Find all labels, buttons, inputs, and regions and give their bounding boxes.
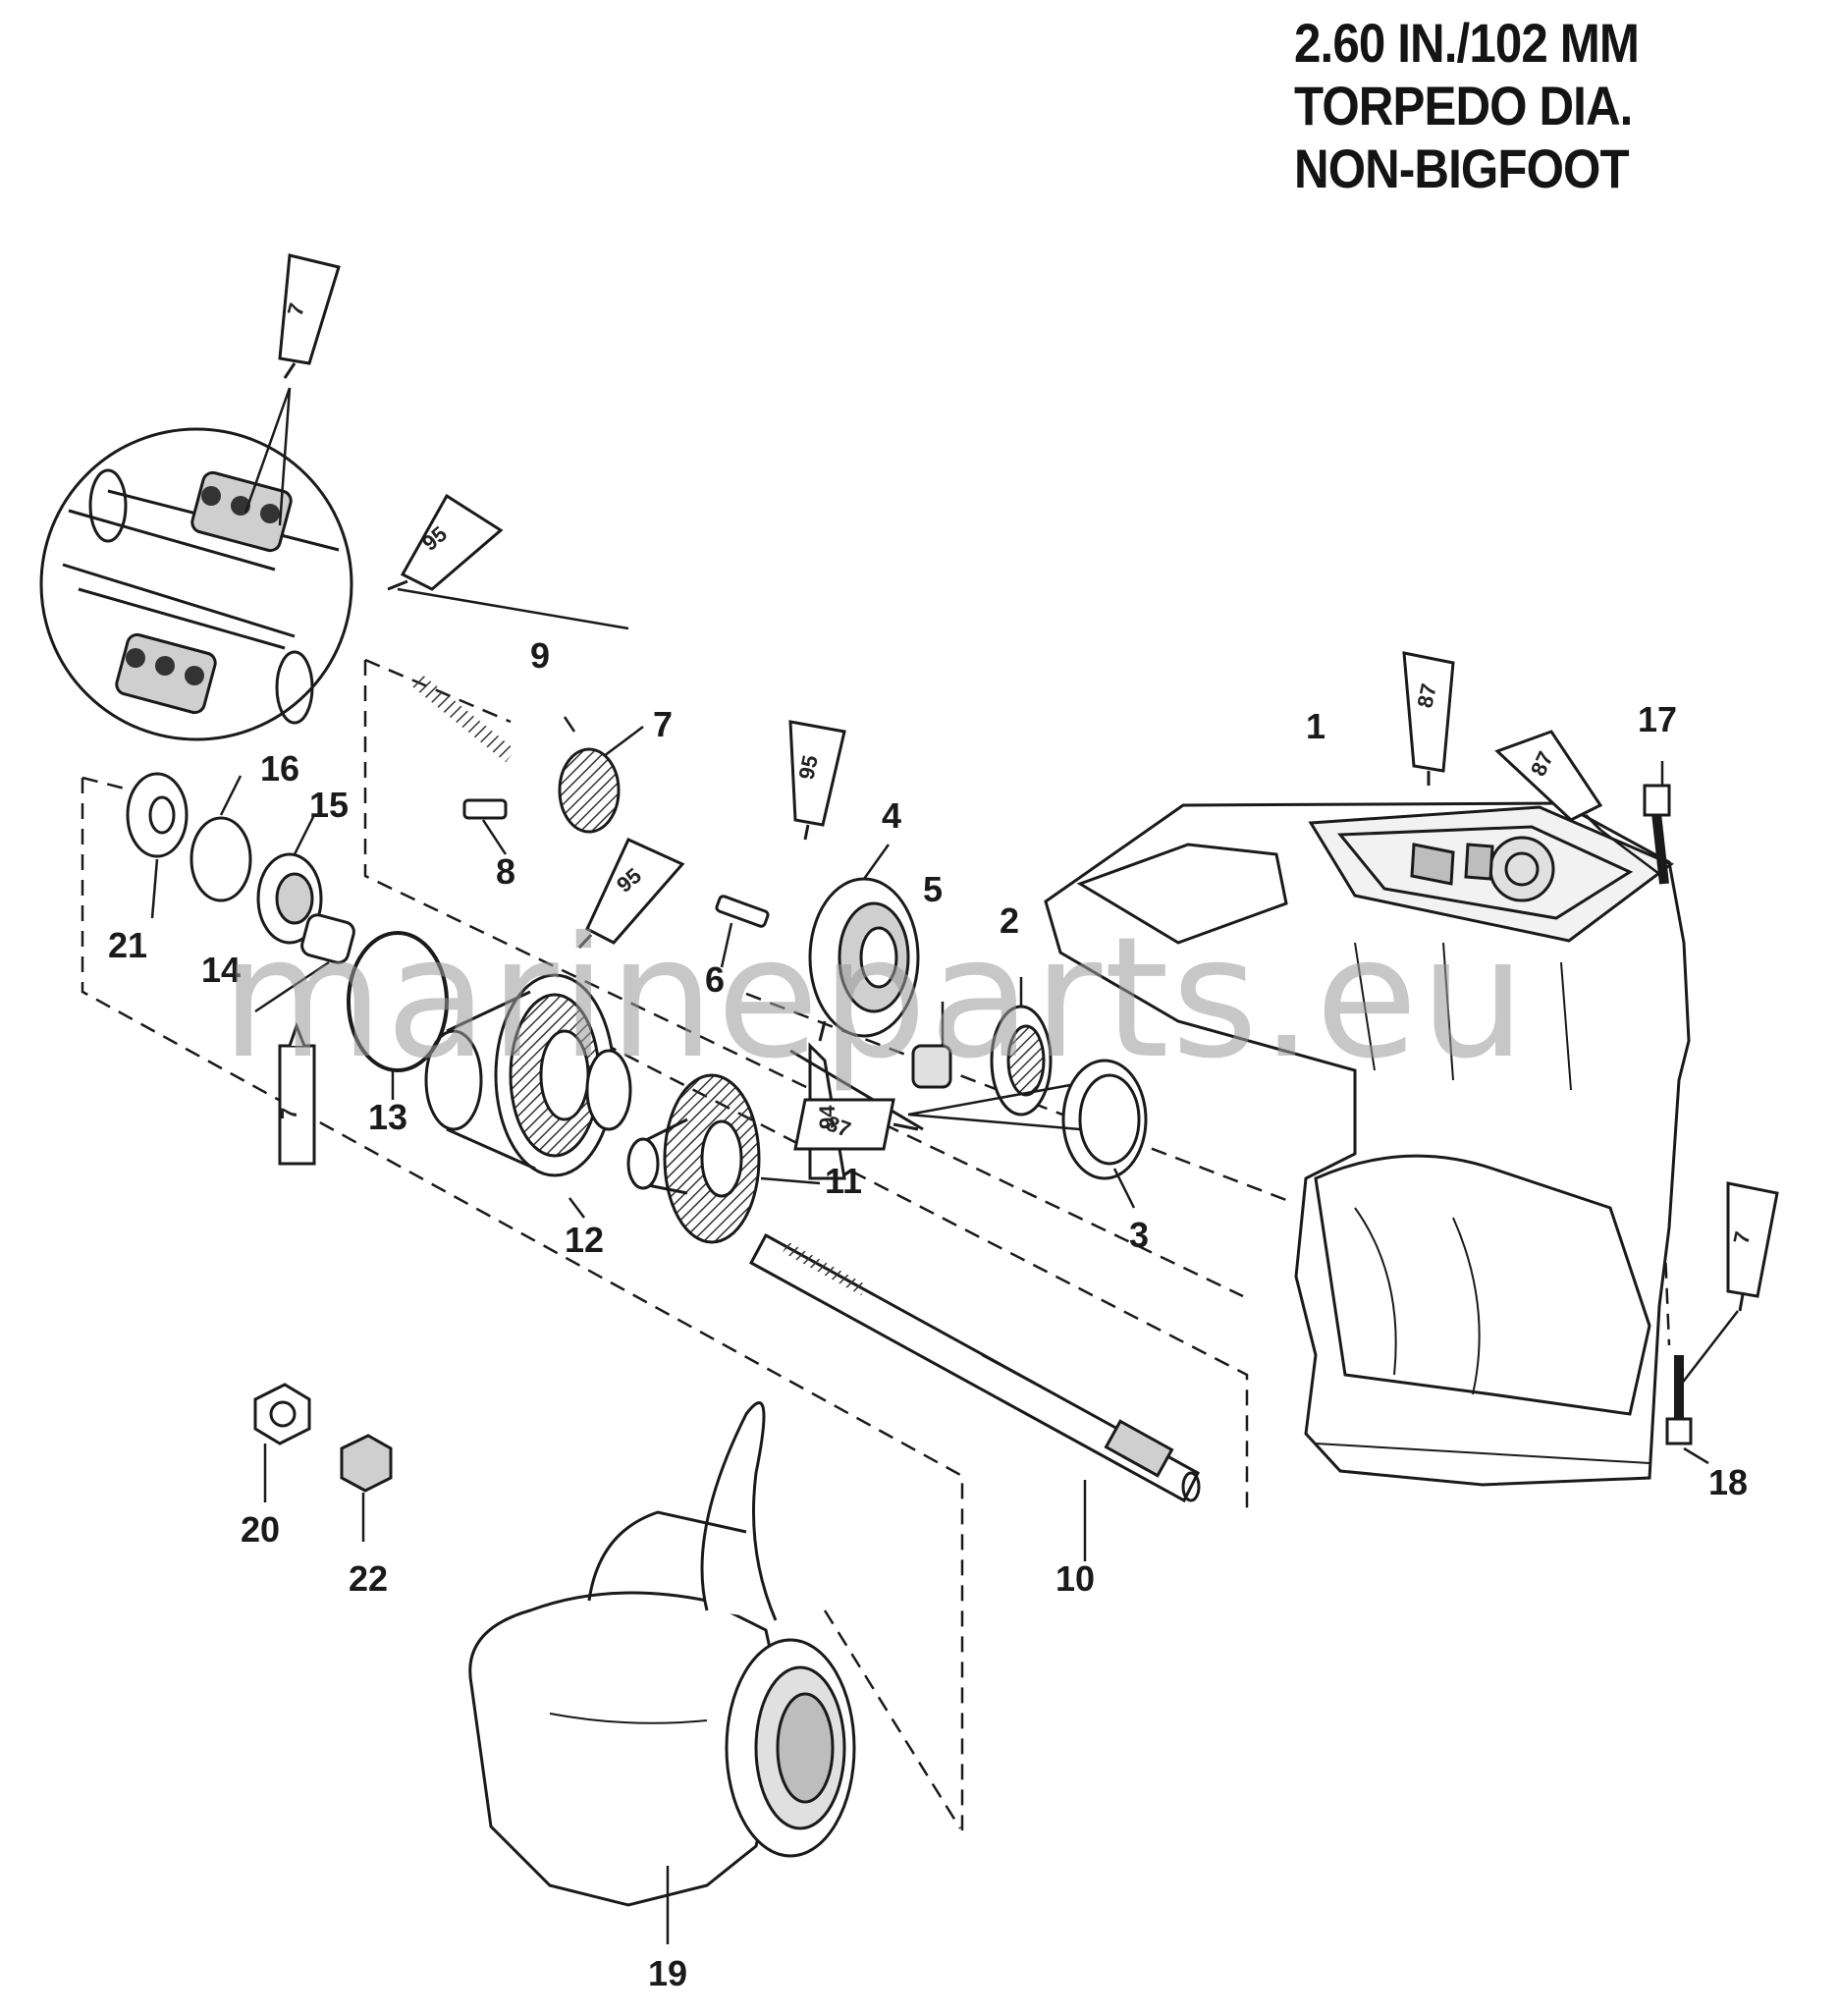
tube-label-bolt: 7 [1728,1229,1755,1246]
reverse-gear [424,973,632,1219]
callout-15: 15 [309,785,349,825]
tube-label-shaft: 94 [815,1105,839,1129]
tube-label-housing: 87 [1412,681,1441,710]
callout-8: 8 [496,851,515,892]
title-line-1: 2.60 IN./102 MM [1294,12,1640,74]
needle-bearing [911,1002,952,1089]
callout-14: 14 [201,950,241,990]
bearing-race [1061,1059,1148,1209]
small-parts [411,674,770,968]
callout-5: 5 [923,869,943,909]
callout-10: 10 [1055,1558,1095,1599]
callout-7: 7 [653,704,673,744]
callout-18: 18 [1708,1462,1748,1502]
callout-21: 21 [108,925,147,965]
bearing-carrier [808,844,920,1038]
propeller [468,1401,856,1944]
callout-13: 13 [368,1097,407,1137]
callout-2: 2 [1000,900,1019,941]
lubricant-tubes [278,253,1779,1312]
forward-gear [626,1073,821,1244]
diagram-title: 2.60 IN./102 MM TORPEDO DIA. NON-BIGFOOT [1294,12,1760,200]
callout-11: 11 [825,1161,862,1201]
propeller-shaft [748,1232,1201,1561]
gear-housing [1044,801,1691,1487]
title-line-3: NON-BIGFOOT [1294,137,1630,199]
callout-1: 1 [1306,706,1325,746]
callout-9: 9 [530,635,550,676]
title-line-2: TORPEDO DIA. [1294,75,1633,136]
callout-3: 3 [1129,1215,1149,1255]
callout-labels: 1 2 3 4 5 6 7 8 9 10 11 12 13 14 15 16 1… [108,635,1748,1993]
nuts [253,1383,393,1542]
callout-21-nut: 22 [349,1558,388,1599]
callout-6: 6 [705,959,725,1000]
callout-4: 4 [882,795,901,836]
callout-12: 12 [565,1220,604,1260]
seal-stack [126,772,449,1100]
bolts [1643,761,1709,1465]
callout-17: 17 [1638,699,1677,739]
tube-label-pin: 95 [793,753,823,782]
callout-16: 16 [260,748,299,789]
tube-label-seal: 7 [277,1108,301,1119]
callout-19: 19 [648,1953,687,1993]
tube-leader-lines [397,587,1739,1386]
detail-circle-bearing-carrier [39,387,353,741]
watermark: marineparts.eu [221,901,1528,1096]
callout-20: 20 [241,1509,280,1550]
tapered-roller-bearing [990,977,1053,1117]
